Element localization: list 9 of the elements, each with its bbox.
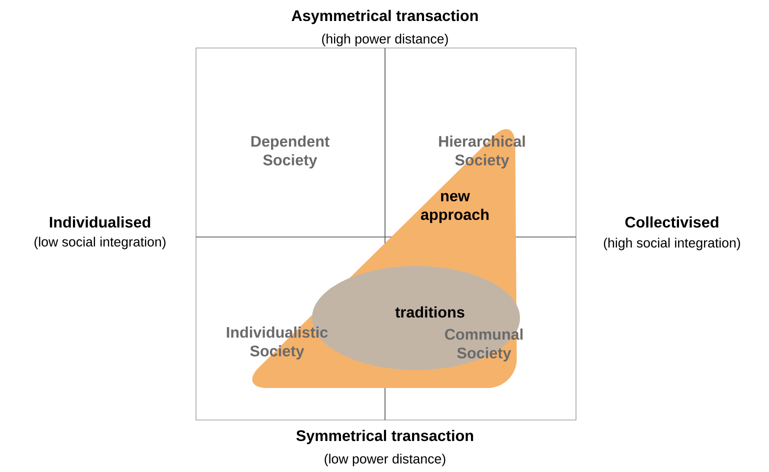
axis-title: Asymmetrical transaction <box>292 10 478 24</box>
axis-subtitle: (high power distance) <box>322 34 448 46</box>
axis-title: Individualised <box>50 216 150 228</box>
axis-subtitle: (low power distance) <box>324 454 446 466</box>
axis-subtitle: (low social integration) <box>34 236 166 250</box>
axis-title: Symmetrical transaction <box>296 430 474 444</box>
axis-title: Collectivised <box>625 216 718 228</box>
axis-subtitle: (high social integration) <box>604 238 740 250</box>
quadrant-label: Dependent Society <box>251 136 330 168</box>
